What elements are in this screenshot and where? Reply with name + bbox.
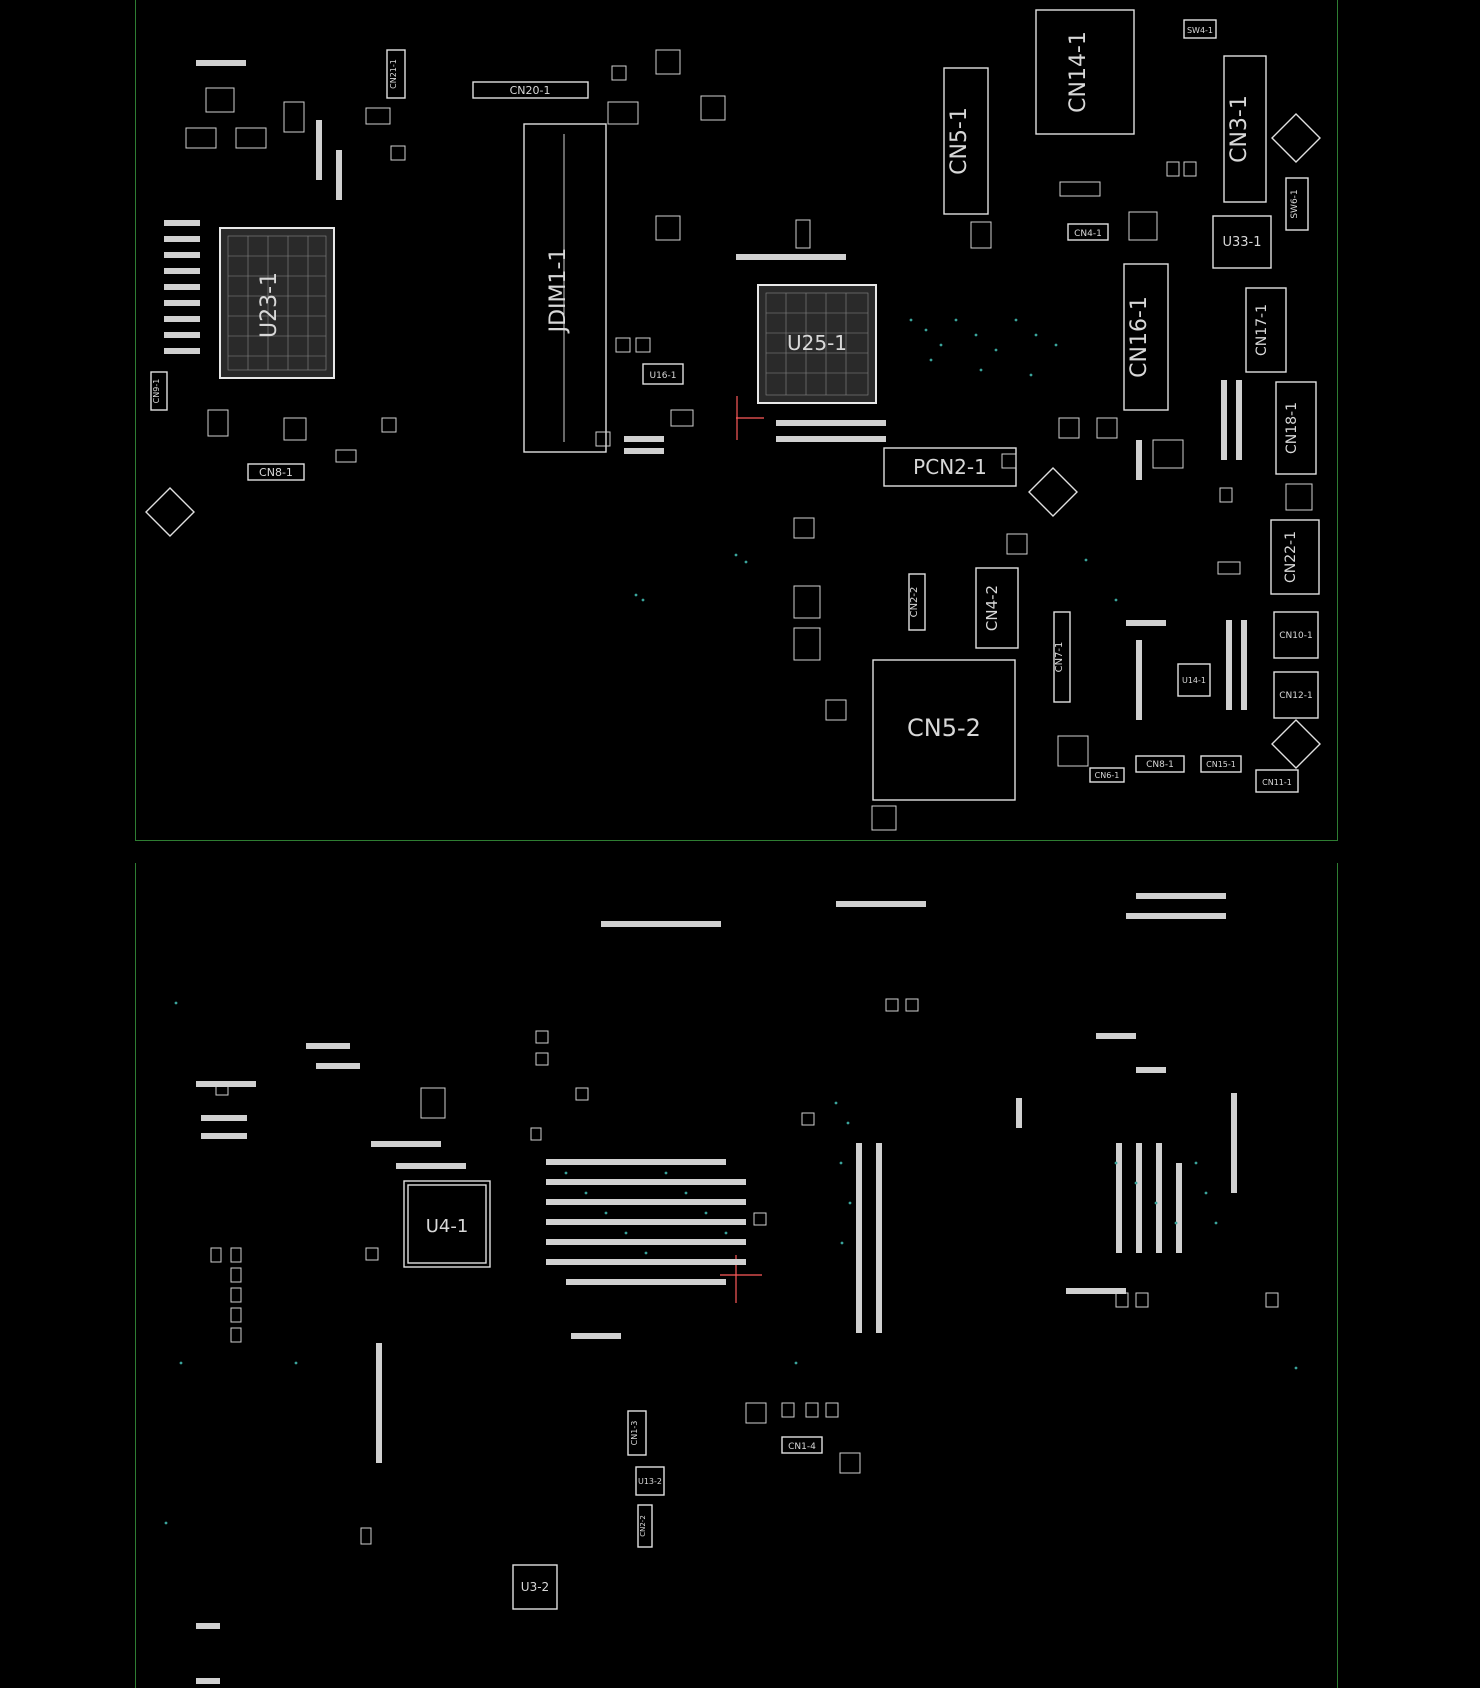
cn8-left-label: CN8-1 (259, 466, 293, 479)
cn16-outline[interactable] (1123, 263, 1169, 411)
u25-ball-grid (765, 292, 869, 396)
u3-outline[interactable] (512, 1564, 558, 1610)
cn14-label: CN14-1 (1066, 31, 1091, 113)
u33-label: U33-1 (1222, 235, 1261, 250)
cn12-label: CN12-1 (1279, 691, 1312, 701)
u4-courtyard (403, 1180, 491, 1268)
cn16-label: CN16-1 (1127, 296, 1152, 378)
cn2-bottom-label: CN2-2 (639, 1515, 647, 1537)
sw4-outline[interactable] (1183, 19, 1217, 39)
mounting-hole-bottom-right (1271, 719, 1321, 769)
cn21-outline[interactable] (386, 49, 406, 99)
cn3-outline[interactable] (1223, 55, 1267, 203)
mounting-hole-mid (1028, 467, 1078, 517)
cn8-right-label: CN8-1 (1146, 760, 1174, 770)
passive-components-top (185, 49, 1313, 831)
via-field-bottom (164, 1001, 1298, 1525)
cn1-label: CN1-4 (788, 1442, 816, 1452)
cn20-outline[interactable] (472, 81, 589, 99)
cn7-label: CN7-1 (1054, 642, 1065, 673)
u14-outline[interactable] (1177, 663, 1211, 697)
cn5-1-label: CN5-1 (947, 107, 972, 175)
cn17-label: CN17-1 (1254, 304, 1270, 356)
sw6-label: SW6-1 (1290, 189, 1300, 218)
sw4-label: SW4-1 (1187, 26, 1213, 35)
cn9-outline[interactable] (150, 371, 168, 411)
mounting-hole-top-right (1271, 113, 1321, 163)
cn1-3-label: CN1-3 (630, 1421, 639, 1446)
u23-label: U23-1 (257, 272, 282, 338)
cn22-label: CN22-1 (1283, 531, 1299, 583)
cn12-outline[interactable] (1273, 671, 1319, 719)
cn4-small-label: CN4-1 (1074, 229, 1102, 239)
cn7-outline[interactable] (1053, 611, 1071, 703)
resistor-rows-bottom (196, 893, 1237, 1684)
jdim-outline[interactable] (523, 123, 607, 453)
pcn2-label: PCN2-1 (913, 455, 987, 479)
cn17-outline[interactable] (1245, 287, 1287, 373)
resistor-rows-top (164, 60, 1247, 720)
cn4-2-label: CN4-2 (983, 585, 1001, 631)
cn5-2-label: CN5-2 (907, 714, 981, 742)
cn5-1-outline[interactable] (943, 67, 989, 215)
cn8-left-outline[interactable] (247, 463, 305, 481)
u4-label: U4-1 (426, 1216, 469, 1237)
cn2-2-outline[interactable] (908, 573, 926, 631)
u23-chip[interactable] (219, 227, 335, 379)
cn10-label: CN10-1 (1279, 631, 1312, 641)
cn1-3-outline[interactable] (627, 1410, 647, 1456)
cn18-outline[interactable] (1275, 381, 1317, 475)
cn4-2-outline[interactable] (975, 567, 1019, 649)
cn2-2-label: CN2-2 (909, 587, 920, 618)
cn3-label: CN3-1 (1227, 95, 1252, 163)
u33-outline[interactable] (1212, 215, 1272, 269)
bottom-side-silkscreen: U4-1 U3-2 CN1-4 CN1-3 U13-2 CN2-2 (164, 893, 1298, 1684)
passive-components-bottom (210, 998, 1279, 1545)
cn18-label: CN18-1 (1284, 402, 1300, 454)
top-side-silkscreen: CN20-1 JDIM1-1 U23-1 U25-1 CN5-1 CN14-1 … (145, 9, 1321, 831)
cn15-outline[interactable] (1200, 755, 1242, 773)
cn6-label: CN6-1 (1095, 771, 1120, 780)
mounting-hole-left (145, 487, 195, 537)
cn8-right-outline[interactable] (1135, 755, 1185, 773)
sw6-outline[interactable] (1285, 177, 1309, 231)
cn15-label: CN15-1 (1206, 760, 1236, 769)
cn9-label: CN9-1 (152, 379, 161, 404)
u16-outline[interactable] (642, 363, 684, 385)
u25-label: U25-1 (787, 331, 847, 355)
u13-outline[interactable] (635, 1466, 665, 1496)
bottom-side-board: U4-1 U3-2 CN1-4 CN1-3 U13-2 CN2-2 (135, 863, 1338, 1688)
cn21-label: CN21-1 (389, 59, 398, 89)
cn22-outline[interactable] (1270, 519, 1320, 595)
cn20-label: CN20-1 (510, 84, 551, 97)
cn11-outline[interactable] (1255, 769, 1299, 793)
cn2-bottom-outline[interactable] (637, 1504, 653, 1548)
jdim-label: JDIM1-1 (546, 248, 571, 335)
top-side-board: CN20-1 JDIM1-1 U23-1 U25-1 CN5-1 CN14-1 … (135, 0, 1338, 841)
via-field-top (634, 318, 1118, 602)
u3-label: U3-2 (521, 1580, 549, 1594)
u16-label: U16-1 (649, 371, 676, 381)
cn6-outline[interactable] (1089, 767, 1125, 783)
u13-label: U13-2 (638, 1477, 662, 1486)
cn1-outline[interactable] (781, 1436, 823, 1454)
cn5-2-outline[interactable] (872, 659, 1016, 801)
cn14-outline[interactable] (1035, 9, 1135, 135)
cn4-small-outline[interactable] (1067, 223, 1109, 241)
u4-outline[interactable] (407, 1184, 487, 1264)
u14-label: U14-1 (1182, 676, 1206, 685)
cn11-label: CN11-1 (1262, 778, 1292, 787)
cn10-outline[interactable] (1273, 611, 1319, 659)
u25-chip[interactable] (757, 284, 877, 404)
u23-ball-grid (227, 235, 327, 371)
